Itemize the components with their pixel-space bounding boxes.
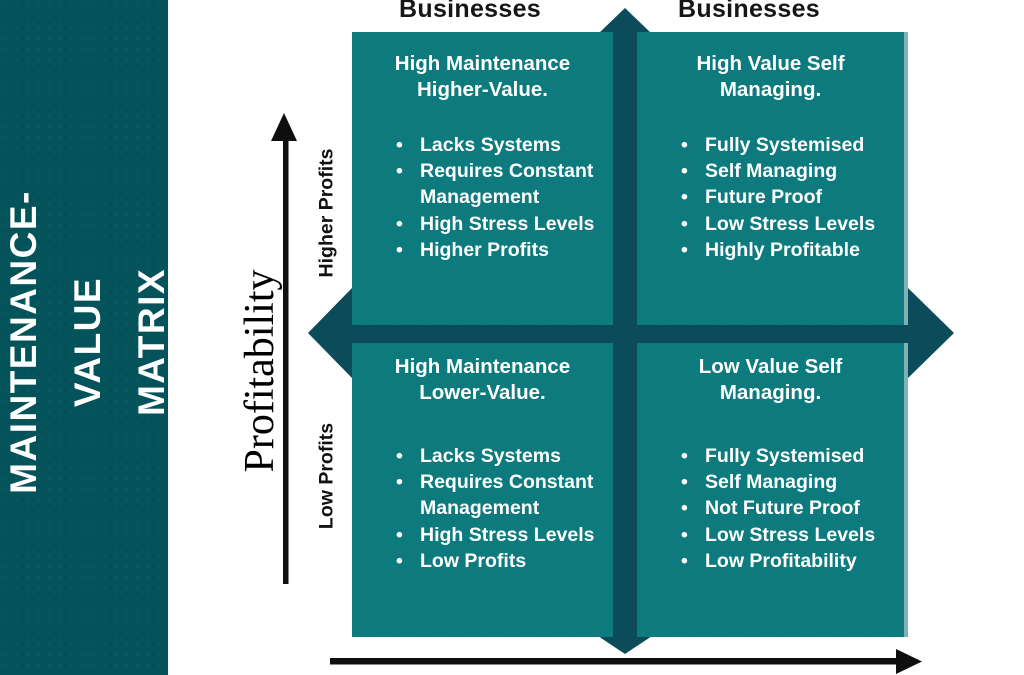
bullet-item: Low Stress Levels [679,211,875,237]
quadrant-high-value-self-managing: High Value Self Managing. Fully Systemis… [637,32,908,325]
quadrant-title: Low Value Self Managing. [698,355,843,404]
y-axis-high-label: Higher Profits [315,148,338,278]
bullet-item: Fully Systemised [679,132,875,158]
header-businesses-right: Businesses [678,0,820,23]
y-axis-label: Profitability [237,269,283,473]
quadrant-bullet-list: Fully SystemisedSelf ManagingFuture Proo… [679,132,875,263]
bullet-item: Self Managing [679,469,875,495]
bullet-item: Low Stress Levels [679,522,875,548]
bullet-item: Self Managing [679,158,875,184]
y-axis-low-label: Low Profits [315,422,338,530]
bullet-item: Low Profitability [679,548,875,574]
bullet-item: Low Profits [394,548,613,574]
bullet-item: Higher Profits [394,237,613,263]
quadrant-title: High Maintenance Lower-Value. [394,355,571,404]
bullet-item: High Stress Levels [394,211,613,237]
x-axis-label-clipped: Level of Systemisation [484,671,766,675]
quadrant-title: High Maintenance Higher-Value. [394,52,571,101]
bullet-item: Highly Profitable [679,237,875,263]
quadrant-low-value-self-managing: Low Value Self Managing. Fully Systemise… [637,343,908,637]
bullet-item: Requires Constant Management [394,158,613,210]
quadrant-title: High Value Self Managing. [696,52,845,101]
bullet-item: Requires Constant Management [394,469,613,521]
x-axis-arrow [330,649,922,674]
quadrant-bullet-list: Lacks SystemsRequires Constant Managemen… [394,443,613,574]
bullet-item: Future Proof [679,184,875,210]
bullet-item: High Stress Levels [394,522,613,548]
quadrant-bullet-list: Fully SystemisedSelf ManagingNot Future … [679,443,875,574]
quadrant-high-maintenance-higher-value: High Maintenance Higher-Value. Lacks Sys… [352,32,613,325]
sidebar: MAINTENANCE-VALUE MATRIX [0,0,172,675]
bullet-item: Fully Systemised [679,443,875,469]
quadrant-high-maintenance-lower-value: High Maintenance Lower-Value. Lacks Syst… [352,343,613,637]
quadrant-bullet-list: Lacks SystemsRequires Constant Managemen… [394,132,613,263]
bullet-item: Lacks Systems [394,443,613,469]
header-businesses-left: Businesses [399,0,541,23]
matrix-horizontal-arrow [308,288,954,378]
page-title: MAINTENANCE-VALUE MATRIX [3,190,172,494]
y-axis-arrow [271,113,297,584]
bullet-item: Not Future Proof [679,495,875,521]
bullet-item: Lacks Systems [394,132,613,158]
